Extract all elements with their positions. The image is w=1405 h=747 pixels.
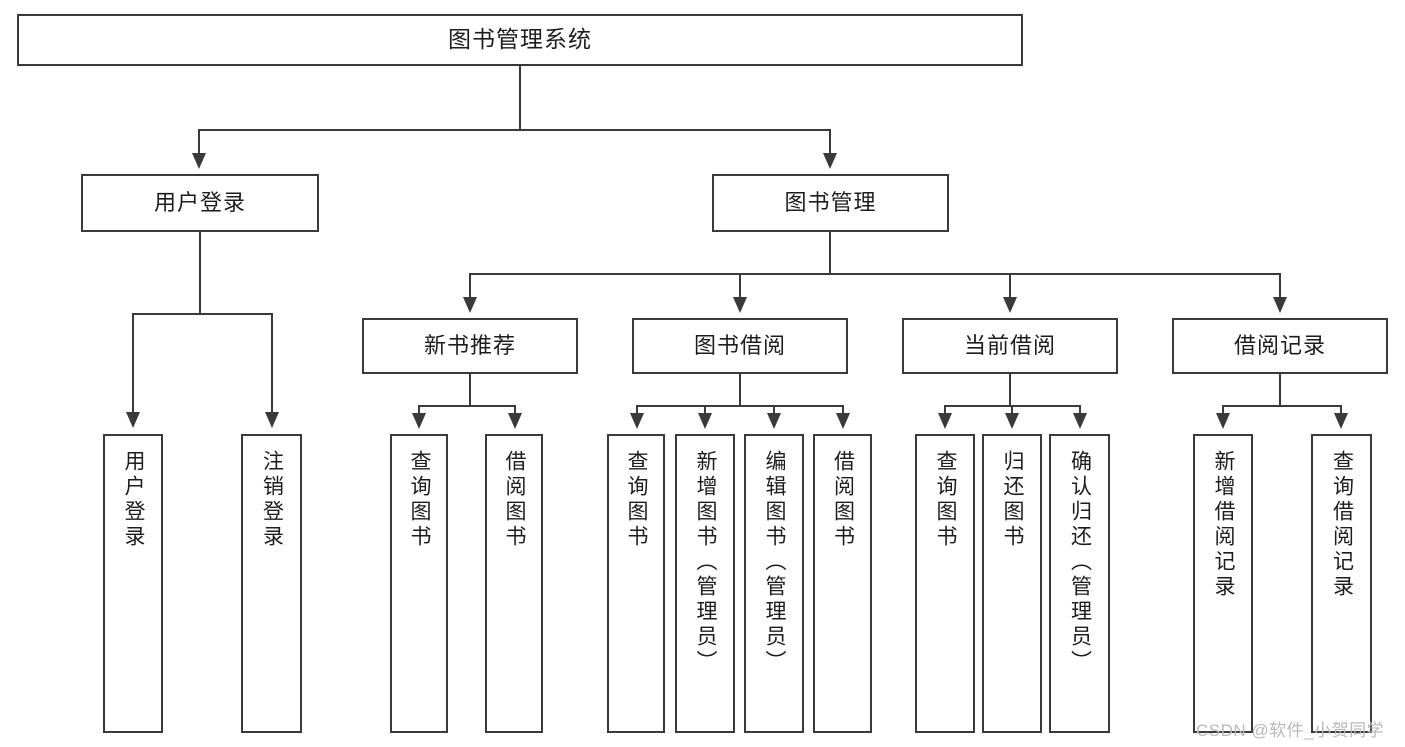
node-leaf-borrow-book-1[interactable]: 借阅图书 [485,434,543,733]
node-new-book-recommend[interactable]: 新书推荐 [362,318,578,374]
node-current-borrow-label: 当前借阅 [963,332,1056,358]
arrow-borrow-to-leaf3 [767,413,781,429]
node-leaf-query-book-1[interactable]: 查询图书 [390,434,448,733]
arrow-book-manage-to-recommend [463,297,477,313]
edge-borrow-stem [739,374,741,406]
edge-borrow-to-leaf3 [773,405,775,414]
arrow-current-to-leaf2 [1005,413,1019,429]
node-new-book-recommend-label: 新书推荐 [423,332,516,358]
node-leaf-query-record-label: 查询借阅记录 [1330,450,1354,600]
arrow-current-to-leaf1 [938,413,952,429]
edge-root-bus [198,129,831,131]
node-user-login-label: 用户登录 [153,189,246,215]
node-leaf-return-book-label: 归还图书 [1001,450,1024,550]
edge-recommend-stem [469,374,471,406]
csdn-watermark: CSDN @软件_小贺同学 [1196,721,1385,740]
node-leaf-user-login[interactable]: 用户登录 [103,434,163,733]
edge-current-to-leaf1 [944,405,946,414]
arrow-recommend-to-leaf1 [412,413,426,429]
node-leaf-logout-label: 注销登录 [260,450,284,550]
node-book-manage[interactable]: 图书管理 [712,174,949,232]
edge-book-manage-to-record [1279,273,1281,299]
edge-borrow-to-leaf2 [704,405,706,414]
edge-book-manage-stem [829,232,831,274]
edge-book-manage-to-borrow [739,273,741,299]
arrow-book-manage-to-borrow [733,297,747,313]
arrow-book-manage-to-record [1273,297,1287,313]
edge-book-manage-to-current [1009,273,1011,299]
node-book-borrow[interactable]: 图书借阅 [632,318,848,374]
node-leaf-query-record[interactable]: 查询借阅记录 [1311,434,1372,733]
edge-current-to-leaf3 [1079,405,1081,414]
node-borrow-record-label: 借阅记录 [1233,332,1326,358]
arrow-root-to-user-login [192,153,206,169]
arrow-borrow-to-leaf1 [630,413,644,429]
node-leaf-user-login-label: 用户登录 [122,450,145,550]
arrow-record-to-leaf1 [1216,413,1230,429]
node-leaf-edit-book-label: 编辑图书（管理员） [763,450,786,675]
edge-record-to-leaf1 [1222,405,1224,414]
arrow-root-to-book-manage [823,153,837,169]
edge-borrow-bus [636,405,842,407]
node-leaf-confirm-return[interactable]: 确认归还（管理员） [1049,434,1110,733]
node-leaf-borrow-book-2-label: 借阅图书 [831,450,855,550]
edge-user-login-to-leaf1 [132,313,134,413]
edge-root-stem [519,66,521,130]
edge-root-to-user-login [198,129,200,155]
node-root-label: 图书管理系统 [448,26,592,53]
arrow-user-login-to-leaf1 [126,412,140,428]
arrow-borrow-to-leaf4 [836,413,850,429]
edge-root-to-book-manage [829,129,831,155]
node-user-login[interactable]: 用户登录 [81,174,319,232]
edge-recommend-to-leaf2 [514,405,516,414]
edge-borrow-to-leaf4 [842,405,844,414]
edge-recommend-to-leaf1 [418,405,420,414]
node-borrow-record[interactable]: 借阅记录 [1172,318,1388,374]
node-leaf-add-record[interactable]: 新增借阅记录 [1193,434,1253,733]
node-leaf-logout[interactable]: 注销登录 [241,434,302,733]
node-leaf-add-record-label: 新增借阅记录 [1212,450,1235,600]
node-leaf-query-book-1-label: 查询图书 [408,450,431,550]
edge-user-login-bus [132,313,272,315]
edge-current-stem [1009,374,1011,406]
node-book-borrow-label: 图书借阅 [693,332,786,358]
arrow-book-manage-to-current [1003,297,1017,313]
edge-record-bus [1222,405,1341,407]
arrow-borrow-to-leaf2 [698,413,712,429]
edge-borrow-to-leaf1 [636,405,638,414]
node-root[interactable]: 图书管理系统 [17,14,1023,66]
edge-user-login-to-leaf2 [271,313,273,413]
arrow-user-login-to-leaf2 [265,412,279,428]
edge-record-to-leaf2 [1340,405,1342,414]
node-leaf-confirm-return-label: 确认归还（管理员） [1068,450,1092,675]
node-leaf-return-book[interactable]: 归还图书 [982,434,1042,733]
edge-book-manage-to-recommend [469,273,471,299]
arrow-record-to-leaf2 [1334,413,1348,429]
node-leaf-edit-book[interactable]: 编辑图书（管理员） [744,434,804,733]
edge-record-stem [1279,374,1281,406]
edge-current-to-leaf2 [1011,405,1013,414]
node-leaf-add-book[interactable]: 新增图书（管理员） [675,434,735,733]
node-leaf-query-book-2[interactable]: 查询图书 [607,434,665,733]
node-book-manage-label: 图书管理 [784,189,877,215]
node-leaf-borrow-book-2[interactable]: 借阅图书 [813,434,872,733]
edge-user-login-stem [199,232,201,314]
arrow-recommend-to-leaf2 [508,413,522,429]
node-leaf-query-book-2-label: 查询图书 [625,450,648,550]
node-leaf-borrow-book-1-label: 借阅图书 [503,450,526,550]
edge-recommend-bus [418,405,516,407]
arrow-current-to-leaf3 [1073,413,1087,429]
node-leaf-add-book-label: 新增图书（管理员） [694,450,717,675]
node-leaf-query-book-3[interactable]: 查询图书 [915,434,975,733]
node-current-borrow[interactable]: 当前借阅 [902,318,1118,374]
node-leaf-query-book-3-label: 查询图书 [934,450,957,550]
edge-book-manage-bus [469,273,1281,275]
